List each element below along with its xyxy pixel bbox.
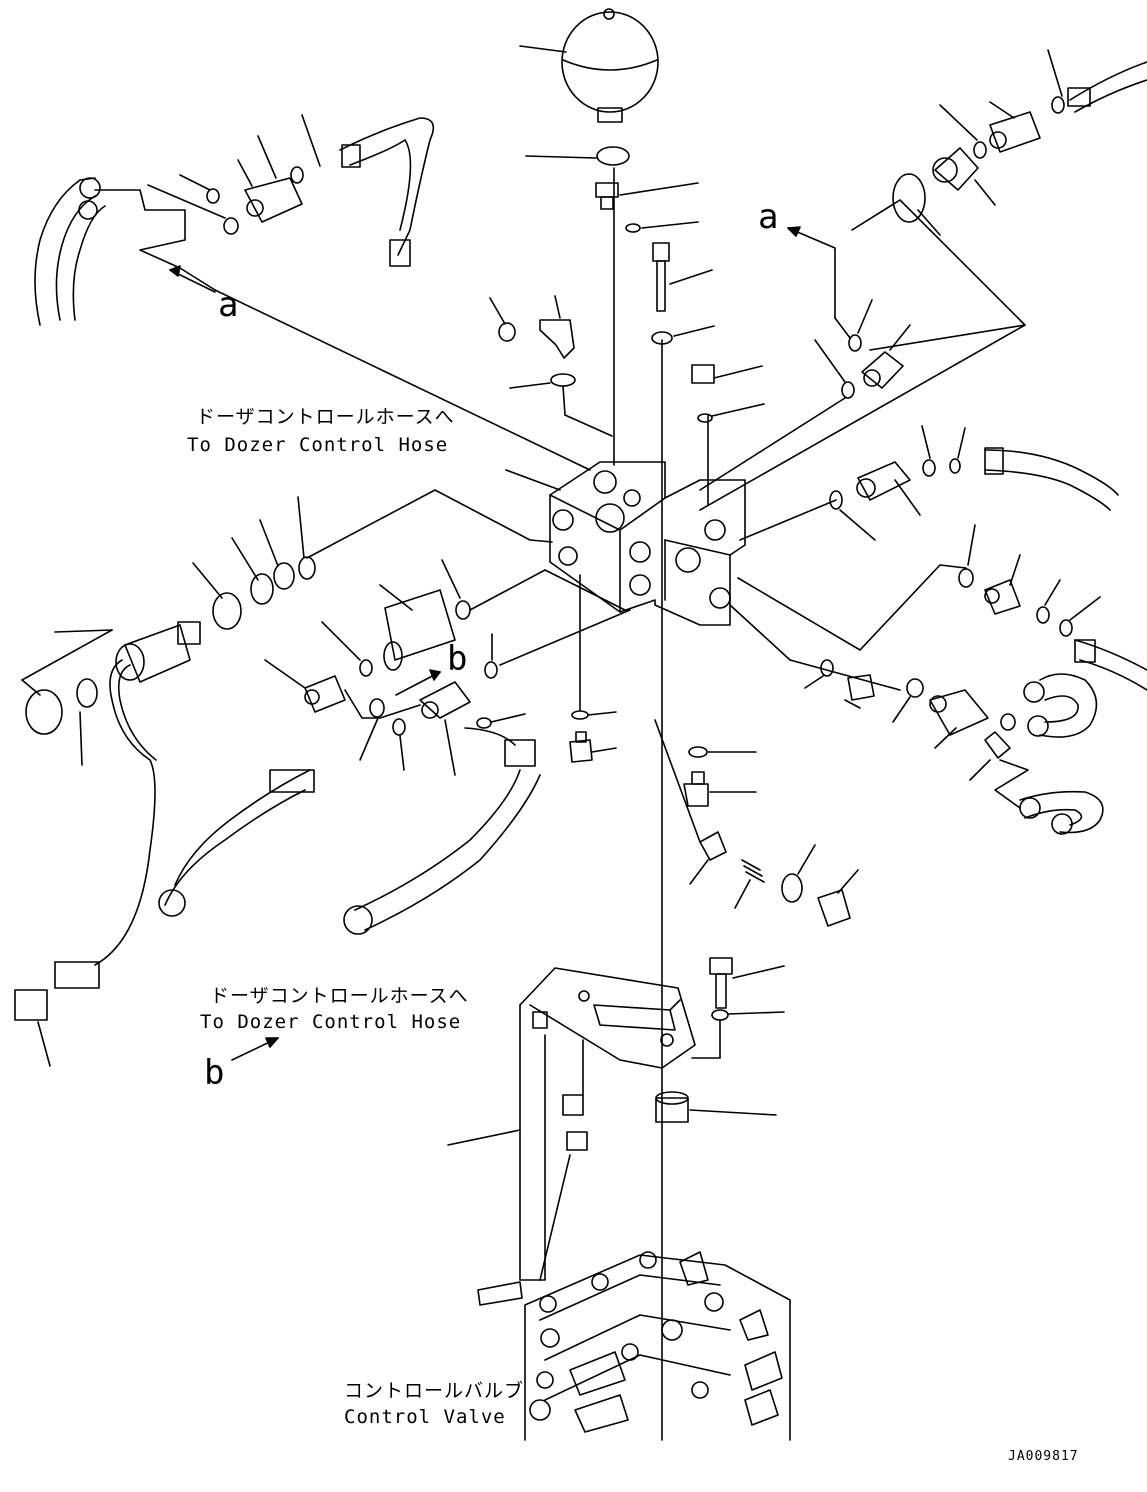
right-upper-fitting (699, 299, 911, 491)
reference-mark-a-left: a (218, 285, 239, 325)
solenoid-valve-group (14, 489, 553, 1067)
left-small-connectors (264, 659, 526, 776)
control-valve (524, 1251, 791, 1441)
accumulator (519, 8, 659, 123)
figure-code: JA009817 (1008, 1449, 1079, 1464)
reference-mark-b-mid: b (447, 639, 468, 679)
check-valve-body (321, 559, 631, 679)
right-middle-fittings (739, 425, 1119, 541)
mounting-bracket (447, 967, 696, 1306)
arrow-b-mid (395, 669, 441, 696)
plug-stack (595, 182, 765, 423)
left-lower-hoses (158, 727, 541, 935)
control-valve-label-jp: コントロールバルブ (344, 1380, 525, 1402)
control-valve-label-en: Control Valve (344, 1406, 506, 1428)
o-ring (596, 146, 630, 166)
arrow-a-right (787, 226, 851, 339)
dozer-hose-label-top-jp: ドーザコントロールホースへ (196, 406, 455, 428)
arrow-a-left (169, 265, 216, 293)
dozer-hose-label-top-en: To Dozer Control Hose (187, 434, 449, 456)
dozer-hose-label-bottom-en: To Dozer Control Hose (200, 1011, 462, 1033)
reference-mark-a-right: a (758, 197, 779, 237)
upper-right-sensor-group (699, 49, 1147, 511)
lower-center-parts (569, 710, 859, 927)
bracket-fasteners (539, 957, 785, 1281)
reference-mark-b-bottom: b (204, 1053, 225, 1093)
elbow-fitting (489, 295, 613, 437)
upper-left-sensor-group (34, 114, 591, 471)
main-valve-block (505, 461, 746, 626)
right-lower-fittings (737, 524, 1147, 691)
arrow-b-bottom (231, 1037, 279, 1061)
dozer-hose-label-bottom-jp: ドーザコントロールホースへ (210, 985, 469, 1007)
right-bottom-sensor-group (729, 604, 1104, 835)
